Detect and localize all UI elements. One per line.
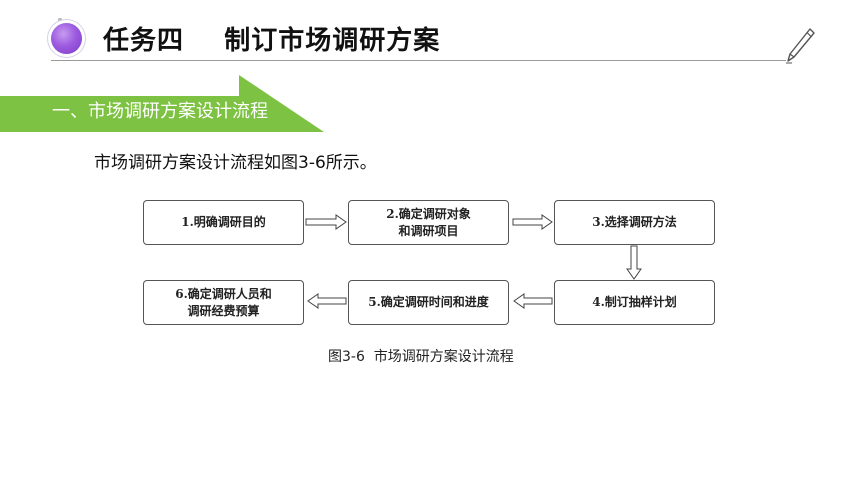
flow-step-2: 2.确定调研对象 和调研项目	[348, 200, 509, 245]
flow-step-4: 4.制订抽样计划	[554, 280, 715, 325]
flow-step-6: 6.确定调研人员和 调研经费预算	[143, 280, 304, 325]
section-title: 一、市场调研方案设计流程	[52, 101, 268, 122]
pen-icon	[786, 28, 815, 64]
flow-step-3: 3.选择调研方法	[554, 200, 715, 245]
arrow-5-6	[307, 293, 347, 309]
flow-step-1: 1.明确调研目的	[143, 200, 304, 245]
page-title: 任务四 制订市场调研方案	[103, 26, 441, 56]
header-bullet-icon	[51, 23, 82, 54]
header-divider	[51, 60, 786, 61]
section-banner	[0, 75, 324, 132]
arrow-1-2	[305, 214, 347, 230]
intro-text: 市场调研方案设计流程如图3-6所示。	[94, 153, 377, 173]
arrow-4-5	[513, 293, 553, 309]
header-mark	[58, 18, 62, 22]
arrow-2-3	[512, 214, 553, 230]
figure-caption: 图3-6 市场调研方案设计流程	[328, 349, 514, 365]
arrow-3-4	[626, 245, 642, 280]
flow-step-5: 5.确定调研时间和进度	[348, 280, 509, 325]
